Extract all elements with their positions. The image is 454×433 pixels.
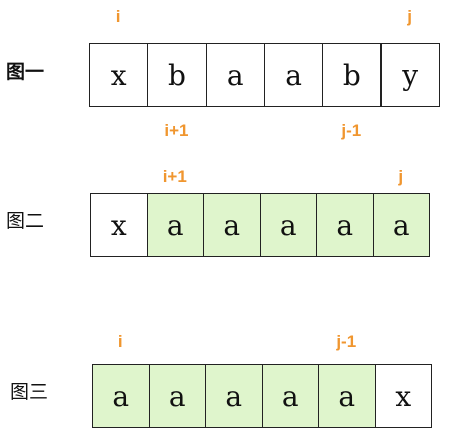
figure-label: 图一: [6, 61, 45, 83]
array-cell: a: [148, 364, 206, 428]
array-cell: a: [316, 193, 374, 257]
index-marker: j-1: [341, 121, 362, 140]
index-marker: j-1: [336, 332, 357, 351]
array-cell: a: [261, 364, 319, 428]
array-cell: b: [147, 43, 207, 107]
index-marker: i: [117, 332, 123, 351]
index-marker: i: [115, 7, 121, 26]
index-marker: j: [407, 7, 413, 26]
array-cell: y: [380, 43, 440, 107]
array-cell: x: [89, 43, 149, 107]
array-cell: a: [318, 364, 376, 428]
array-cell: a: [372, 193, 430, 257]
array-cell: x: [90, 193, 148, 257]
array-cell: x: [374, 364, 432, 428]
figure-label: 图三: [10, 381, 49, 403]
array-cell: a: [259, 193, 317, 257]
index-marker: j: [398, 167, 404, 186]
index-marker: i+1: [164, 121, 189, 140]
array-cell: a: [146, 193, 204, 257]
array-cell: a: [205, 364, 263, 428]
array-cell: a: [203, 193, 261, 257]
index-marker: i+1: [162, 167, 187, 186]
figure-label: 图二: [6, 210, 45, 232]
array-cell: b: [322, 43, 382, 107]
array-cell: a: [263, 43, 324, 107]
array-cell: a: [92, 364, 150, 428]
array-cell: a: [205, 43, 265, 107]
